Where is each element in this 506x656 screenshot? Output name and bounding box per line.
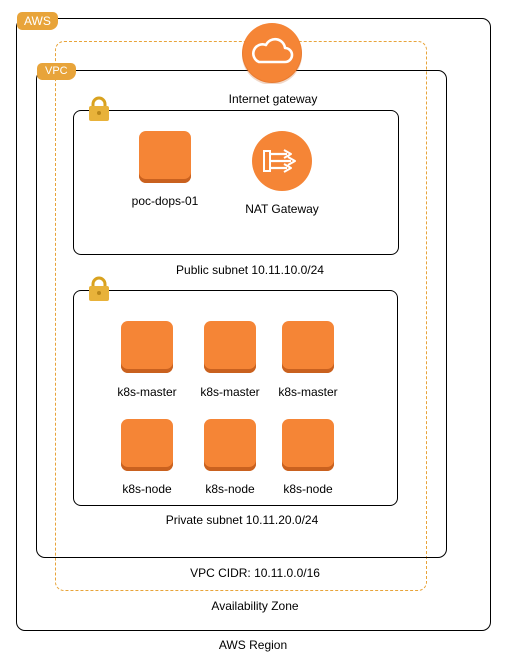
k8s-node-label: k8s-node: [122, 482, 172, 496]
vpc-cidr-label: VPC CIDR: 10.11.0.0/16: [190, 566, 320, 580]
k8s-master-icon: [282, 321, 334, 373]
k8s-node-icon: [282, 419, 334, 471]
aws-region-label: AWS Region: [218, 638, 288, 652]
lock-icon: [87, 96, 111, 122]
nat-gateway-label: NAT Gateway: [245, 202, 319, 216]
lock-icon: [87, 276, 111, 302]
private-subnet-container: [73, 290, 398, 506]
ec2-instance-label: poc-dops-01: [131, 194, 199, 208]
public-subnet-container: [73, 110, 399, 255]
vpc-container: [36, 70, 447, 558]
k8s-master-label: k8s-master: [278, 385, 338, 399]
k8s-node-label: k8s-node: [205, 482, 255, 496]
availability-zone-label: Availability Zone: [211, 599, 299, 613]
internet-gateway-label: Internet gateway: [228, 92, 318, 106]
internet-gateway-icon: [241, 22, 303, 85]
k8s-master-icon: [204, 321, 256, 373]
k8s-node-label: k8s-node: [283, 482, 333, 496]
ec2-instance-icon: [139, 131, 191, 183]
k8s-master-label: k8s-master: [117, 385, 177, 399]
aws-tag: AWS: [17, 12, 58, 30]
k8s-master-label: k8s-master: [200, 385, 260, 399]
aws-region-container: [16, 18, 491, 631]
private-subnet-label: Private subnet 10.11.20.0/24: [165, 513, 319, 527]
k8s-node-icon: [121, 419, 173, 471]
k8s-node-icon: [204, 419, 256, 471]
k8s-master-icon: [121, 321, 173, 373]
availability-zone-container: [55, 41, 427, 591]
nat-gateway-icon: [251, 130, 313, 192]
vpc-tag: VPC: [37, 63, 76, 80]
public-subnet-label: Public subnet 10.11.10.0/24: [176, 263, 324, 277]
